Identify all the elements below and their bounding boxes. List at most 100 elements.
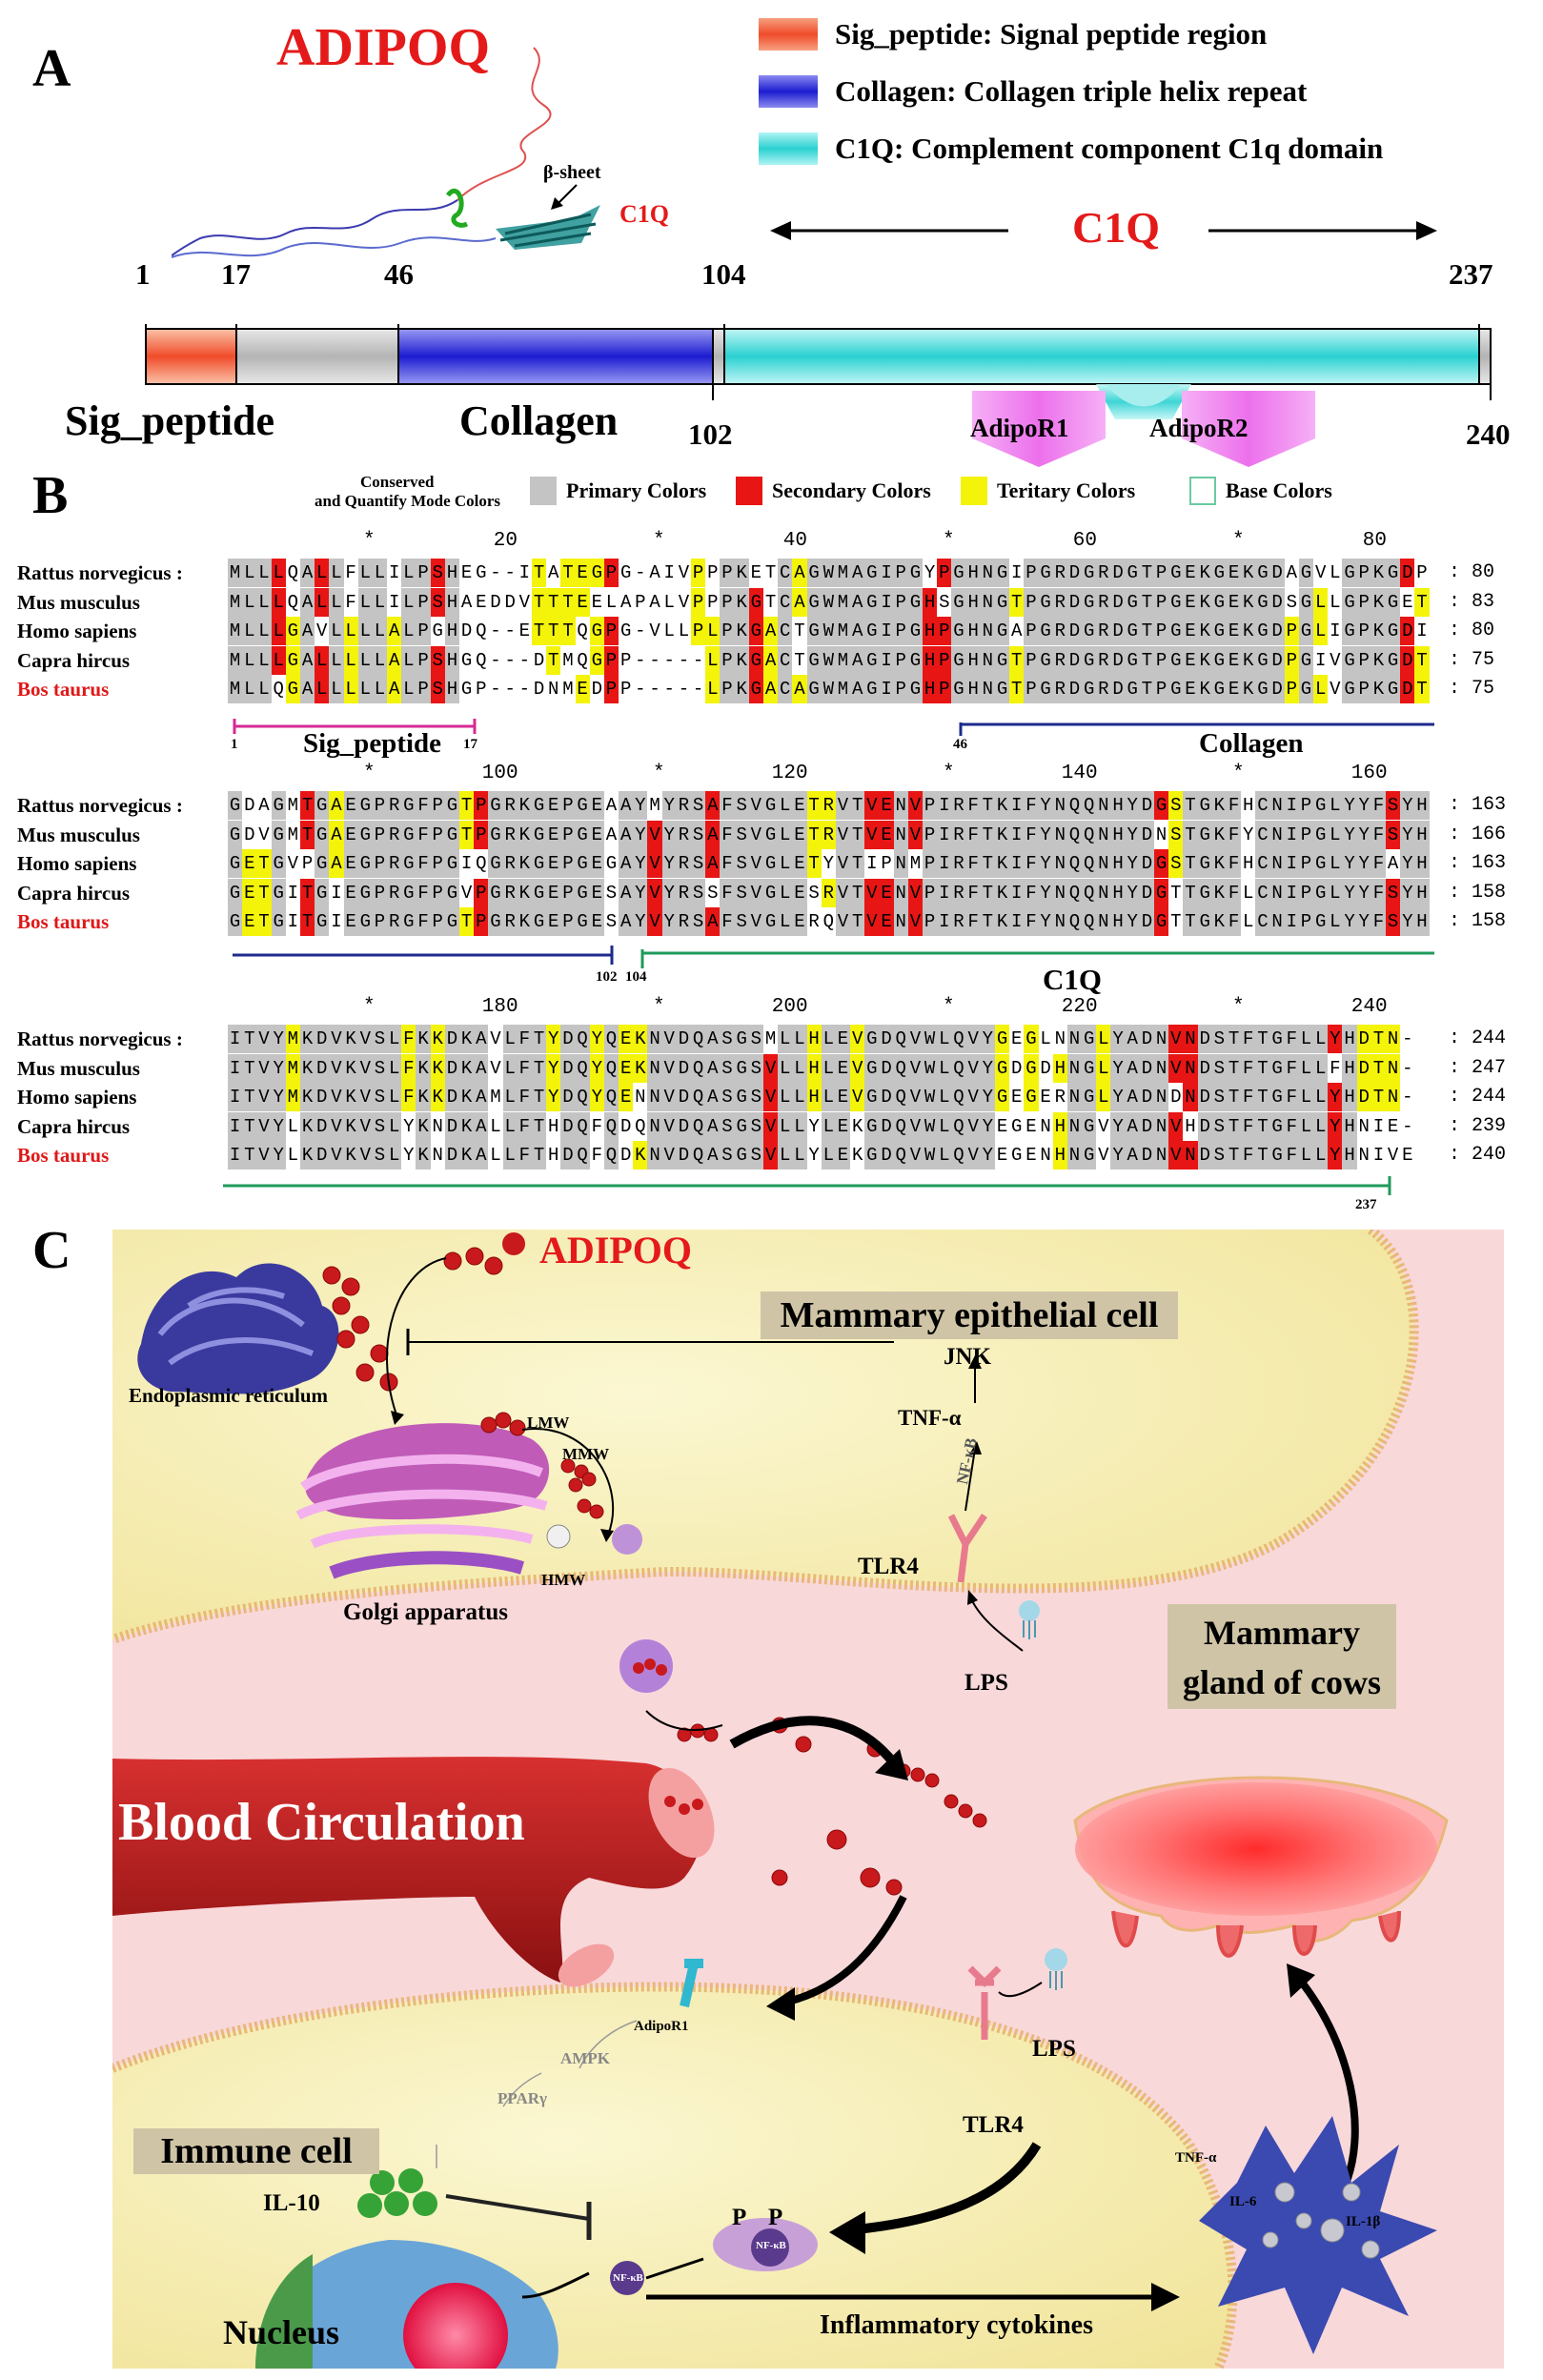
residue: - [649,679,660,700]
residue: P [603,645,619,675]
residue: C [778,675,793,703]
residue: A [705,907,721,936]
residue: V [329,1141,344,1170]
residue: - [490,679,501,700]
residue: K [430,1025,445,1053]
residue: K [734,587,749,617]
residue: I [937,878,952,907]
residue: R [676,878,691,907]
er-label: Endoplasmic reticulum [129,1384,329,1407]
residue: Y [546,1025,561,1053]
residue: L [937,1111,952,1141]
residue: G [1125,617,1140,645]
residue: L [778,791,793,820]
residue: P [1298,849,1314,878]
residue: G [271,907,286,936]
residue: L [329,587,344,617]
species-label: Capra hircus [17,1114,131,1138]
residue: R [1096,675,1111,703]
residue: E [619,1083,634,1111]
residue: G [1342,645,1357,675]
residue: L [372,617,388,645]
residue: L [937,1141,952,1170]
residue: E [575,675,590,703]
residue: V [965,1083,981,1111]
residue: G [762,907,779,936]
residue: P [720,587,735,617]
residue: F [1241,1053,1256,1083]
residue: S [1168,849,1184,878]
residue: R [1096,645,1111,675]
residue: - [490,620,501,641]
residue: R [387,907,402,936]
residue: F [416,878,431,907]
residue: - [663,649,675,671]
residue: N [980,559,995,587]
residue: H [806,1053,822,1083]
residue: Q [575,1111,590,1141]
residue: G [1269,1053,1285,1083]
residue: Y [1038,849,1053,878]
residue: M [909,853,922,874]
residue: V [460,882,473,904]
residue: N [1183,1083,1198,1111]
residue: Y [271,1111,286,1141]
residue: F [1370,849,1386,878]
residue: D [560,1053,576,1083]
residue: G [285,675,300,703]
residue: - [490,649,501,671]
residue: G [864,675,880,703]
residue: G [864,645,880,675]
residue: H [1110,820,1126,849]
residue: T [1255,1025,1270,1053]
residue: N [1154,1025,1169,1053]
golgi-apparatus-graphic [295,1423,550,1579]
residue: G [228,907,243,936]
residue: E [619,1025,634,1053]
residue: N [1358,1145,1370,1166]
key-base: Base Colors [1189,475,1332,507]
residue: N [1052,820,1067,849]
residue: K [416,1141,431,1170]
residue: K [1241,675,1256,703]
residue: R [1052,587,1067,617]
residue: P [430,820,445,849]
residue: G [1024,1053,1039,1083]
residue: R [808,911,820,932]
residue: G [357,820,373,849]
residue: K [1241,617,1256,645]
residue: A [619,591,632,613]
residue: D [1066,559,1083,587]
residue: G [589,559,604,587]
residue: Q [691,1141,706,1170]
residue: G [734,1141,749,1170]
residue: L [387,1083,402,1111]
residue: Q [575,1141,590,1170]
residue: Q [476,853,487,874]
residue: G [315,878,330,907]
residue: V [907,1025,923,1053]
residue: H [1052,1053,1067,1083]
residue: R [1052,675,1067,703]
tlr4-label-top: TLR4 [858,1554,919,1579]
residue: K [517,791,532,820]
residue: K [299,1111,315,1141]
residue: H [1342,1053,1357,1083]
residue: H [1414,907,1430,936]
residue: D [619,1115,632,1137]
residue: T [850,849,865,878]
residue: V [647,907,662,936]
residue: T [806,820,822,849]
residue: V [1168,1053,1184,1083]
residue: K [430,1083,445,1111]
residue: A [619,791,634,820]
residue: A [619,907,634,936]
residue: V [518,591,531,613]
residue: L [372,587,388,617]
key-label-tertiary: Teritary Colors [997,478,1136,502]
residue: T [806,791,822,820]
